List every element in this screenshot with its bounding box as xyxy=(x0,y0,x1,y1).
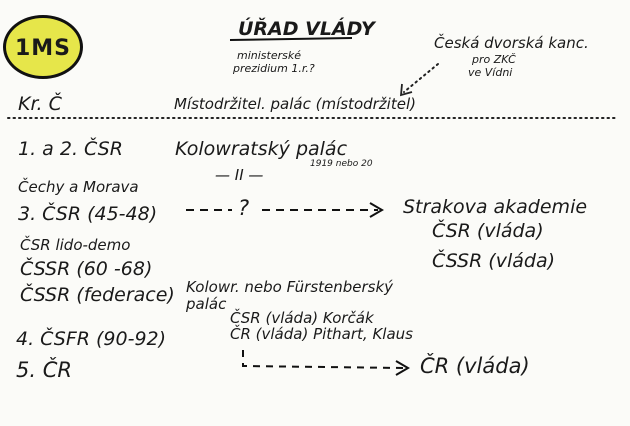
title-underline xyxy=(229,37,353,41)
logo-badge: 1MS xyxy=(3,15,83,79)
note-line-3: ve Vídni xyxy=(468,66,513,79)
dotted-arrow-line xyxy=(403,63,439,93)
label-csr-korcak: ČSR (vláda) Korčák xyxy=(230,309,374,327)
label-kr-c: Kr. Č xyxy=(18,93,62,115)
label-cr-pithart: ČR (vláda) Pithart, Klaus xyxy=(230,325,413,343)
label-mistodrzitel: Místodržitel. palác (místodržitel) xyxy=(174,95,416,113)
header-title: ÚŘAD VLÁDY xyxy=(238,18,375,40)
label-csr-lido-demo: ČSR lido-demo xyxy=(20,236,131,254)
dotted-arrow-head xyxy=(399,83,413,97)
label-csr-3: 3. ČSR (45-48) xyxy=(18,203,158,225)
note-line-1: Česká dvorská kanc. xyxy=(434,34,589,52)
label-question: ? xyxy=(238,196,250,220)
header-subtitle-2: prezidium 1.r.? xyxy=(233,62,315,75)
dashed-arrow-line-2 xyxy=(242,350,405,369)
label-kolowrat-year: 1919 nebo 20 xyxy=(310,159,373,169)
label-kolowr-furst-1: Kolowr. nebo Fürstenberský xyxy=(186,278,394,296)
header-subtitle-1: ministerské xyxy=(237,49,302,62)
label-cechy-morava: Čechy a Morava xyxy=(18,178,139,196)
label-csr-vlada: ČSR (vláda) xyxy=(432,220,544,242)
label-strakova: Strakova akademie xyxy=(403,196,588,218)
label-cssr-60-68: ČSSR (60 -68) xyxy=(20,258,153,280)
label-ditto: — II — xyxy=(215,166,264,184)
label-cssr-federace: ČSSR (federace) xyxy=(20,284,175,306)
label-cssr-vlada: ČSSR (vláda) xyxy=(432,250,555,272)
label-csr-1-2: 1. a 2. ČSR xyxy=(18,138,123,160)
dashed-arrow-head-2 xyxy=(395,360,410,376)
label-csfr: 4. ČSFR (90-92) xyxy=(16,328,167,350)
label-cr-5: 5. ČR xyxy=(16,358,72,382)
dashed-arrow-head-1 xyxy=(369,202,384,218)
note-line-2: pro ZKČ xyxy=(472,53,516,66)
logo-text: 1MS xyxy=(14,36,72,61)
label-cr-vlada: ČR (vláda) xyxy=(420,354,530,378)
label-kolowrat: Kolowratský palác xyxy=(175,138,348,160)
label-kolowr-furst-2: palác xyxy=(186,295,227,313)
